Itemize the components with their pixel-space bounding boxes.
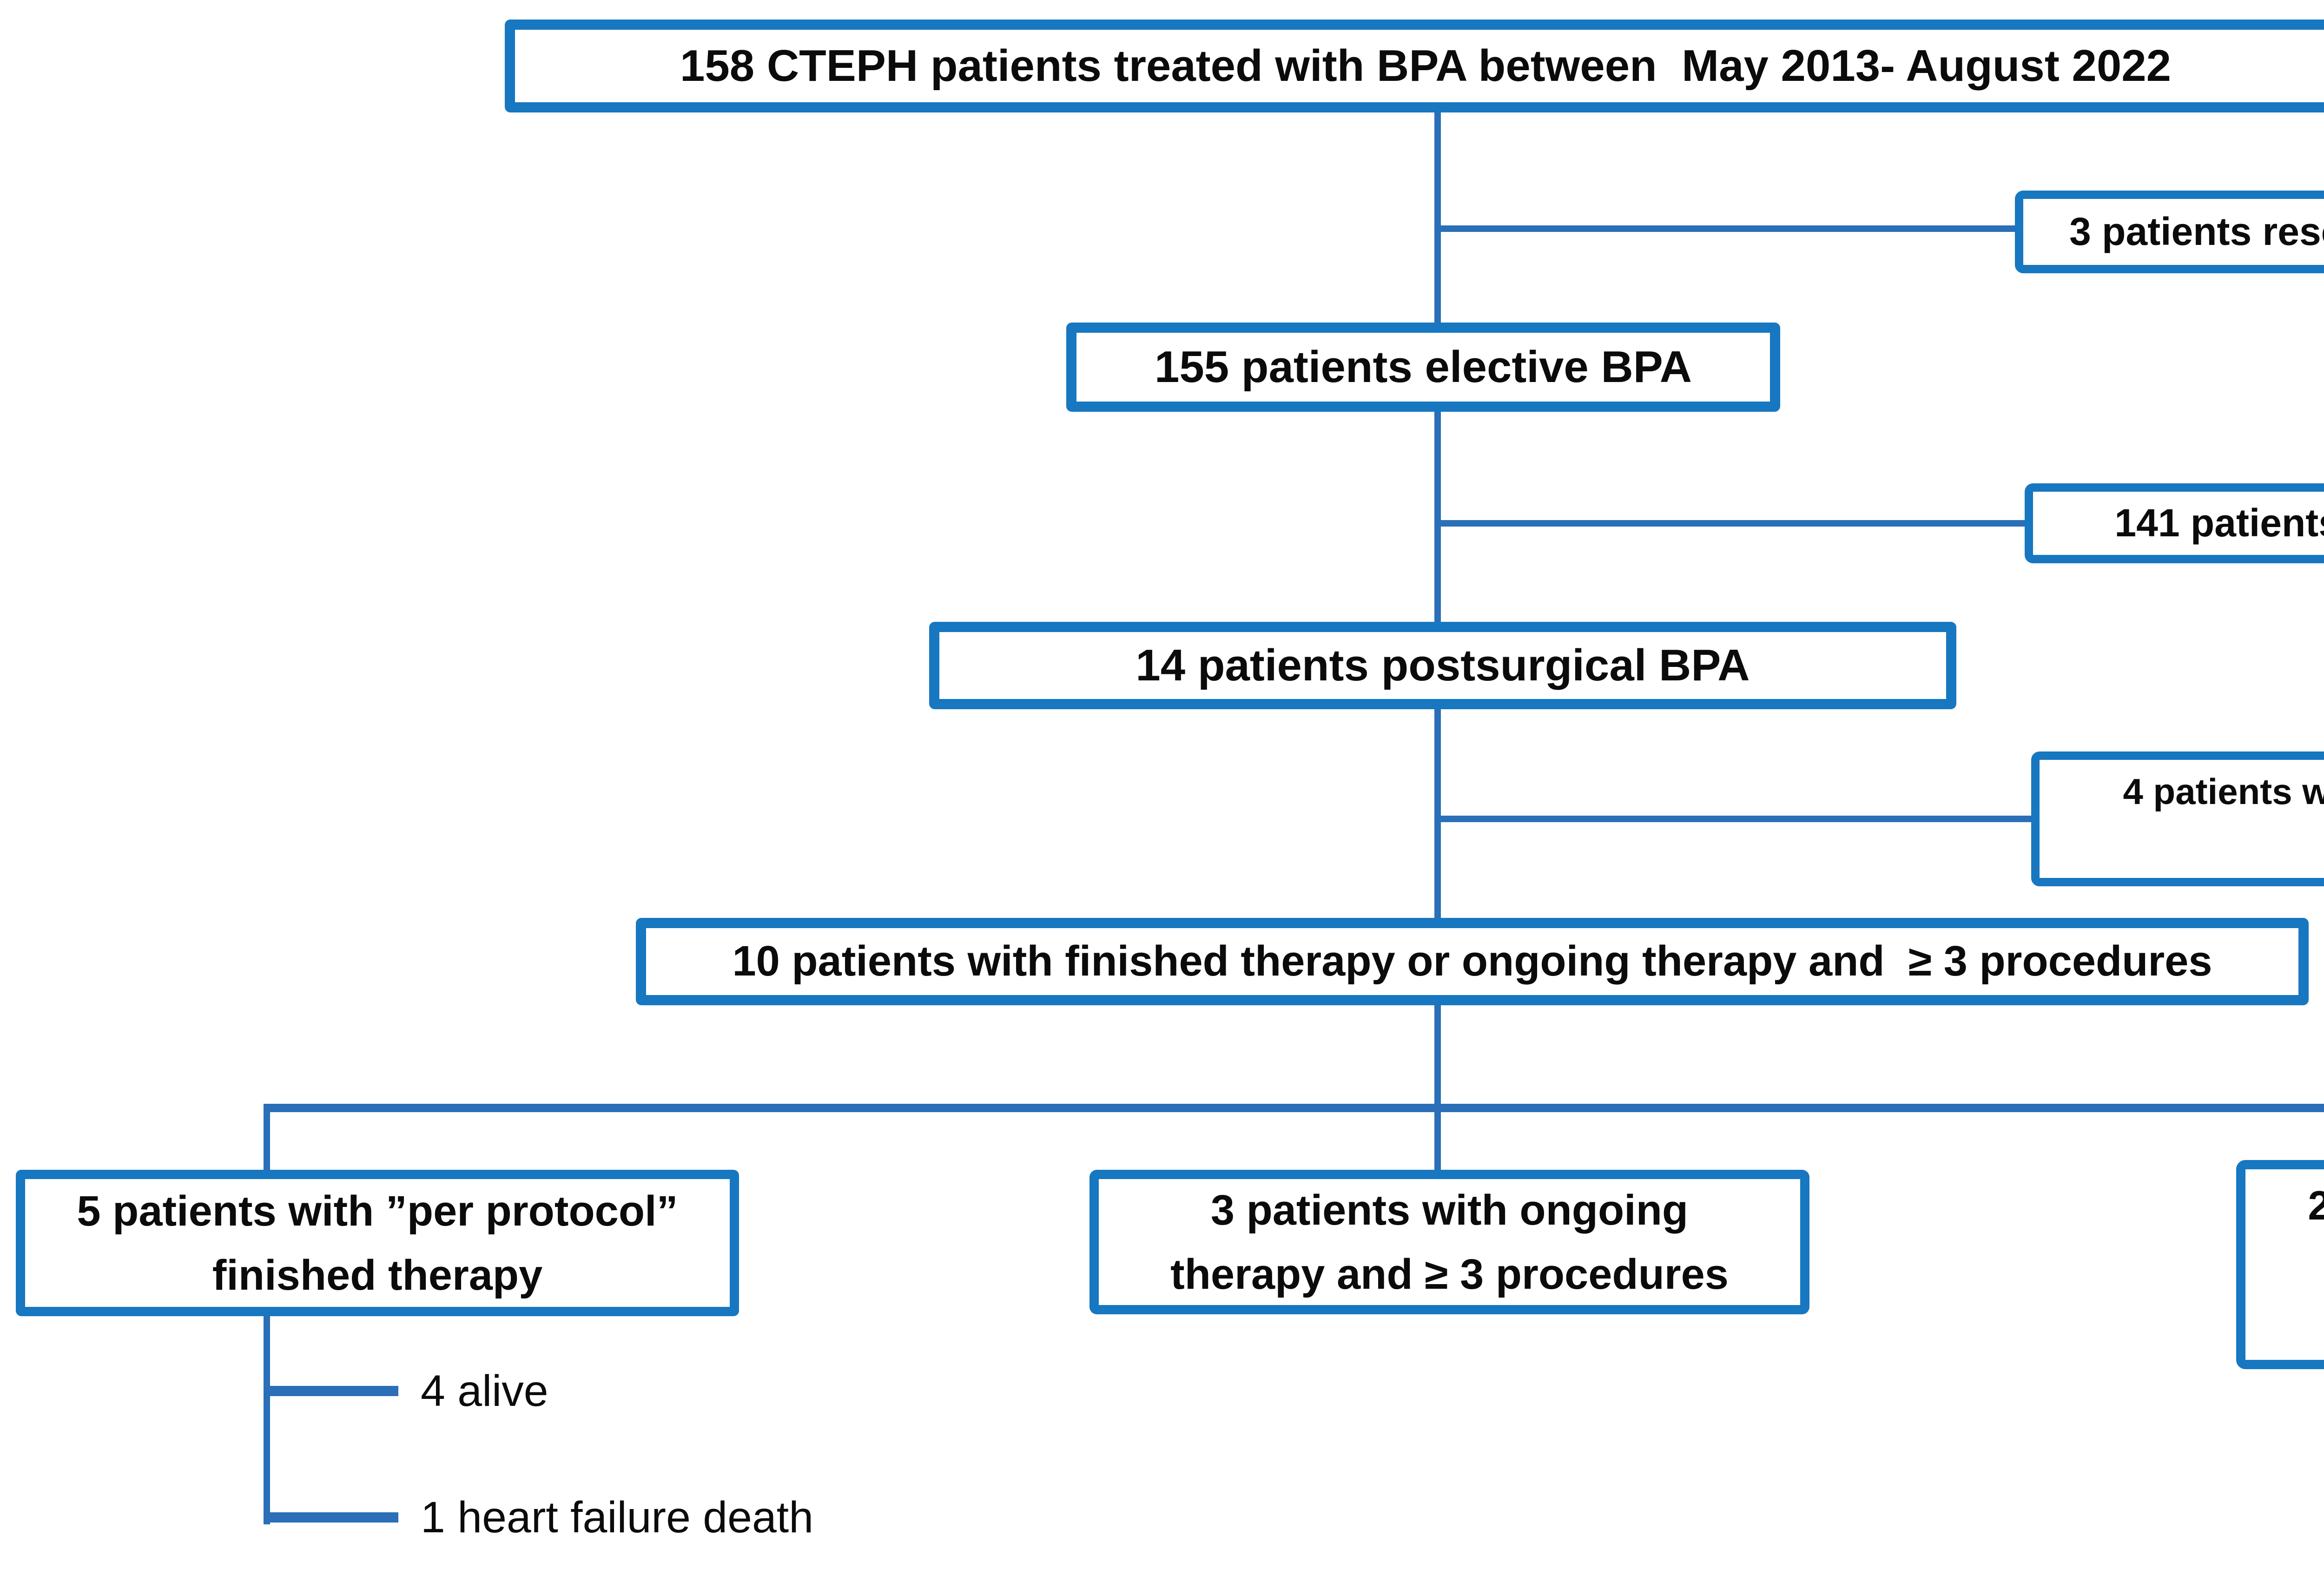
branch-left-drop: [264, 1104, 270, 1170]
connector-to-rescue-box: [1438, 225, 2015, 232]
node-per-protocol-finished: 5 patients with ”per protocol” finished …: [16, 1170, 739, 1316]
connector-postsurgical-to-ten: [1434, 709, 1441, 918]
connector-elective-to-postsurgical: [1434, 412, 1441, 622]
branch-bar: [264, 1104, 2324, 1112]
node-finished-or-ongoing-ge3: 10 patients with finished therapy or ong…: [636, 918, 2309, 1005]
outcome-tick-death: [264, 1512, 398, 1523]
connector-ten-to-branch: [1434, 1005, 1441, 1170]
connector-total-to-elective: [1434, 112, 1441, 323]
node-elective-bpa: 155 patients elective BPA: [1066, 323, 1780, 412]
outcome-label-alive: 4 alive: [421, 1366, 548, 1416]
outcomes-stem: [264, 1316, 270, 1524]
node-postsurgical-bpa: 14 patients postsurgical BPA: [929, 622, 1956, 709]
node-naive-bpa: 141 patients naive BPA: [2025, 483, 2324, 563]
outcome-label-heart-failure-death: 1 heart failure death: [421, 1492, 814, 1542]
node-interrupted-therapy: 2 alive patients with interrupted therap…: [2236, 1160, 2324, 1369]
node-rescue-bpa: 3 patients rescue BPA: [2015, 191, 2324, 273]
node-total-patients: 158 CTEPH patients treated with BPA betw…: [505, 20, 2324, 112]
node-ongoing-lt3-procedures: 4 patients with ongoing therapy and < 3 …: [2031, 752, 2324, 886]
connector-to-naive-box: [1438, 520, 2025, 527]
connector-to-lt3-box: [1438, 816, 2031, 822]
node-ongoing-ge3-procedures: 3 patients with ongoing therapy and ≥ 3 …: [1089, 1170, 1809, 1314]
outcome-tick-alive: [264, 1386, 398, 1396]
